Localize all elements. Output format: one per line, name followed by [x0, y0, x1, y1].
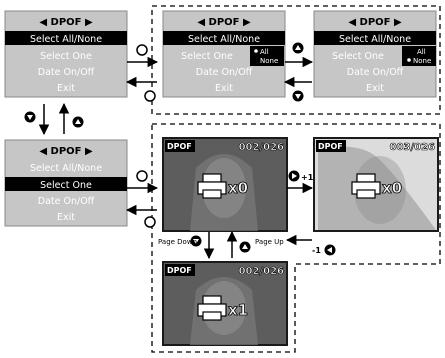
- down-button-icon: [292, 90, 304, 102]
- left-button-icon: [324, 244, 336, 256]
- photo-screen-002-x0: DPOF 002/026 x0: [162, 137, 288, 232]
- menu-item-select-all[interactable]: Select All/None: [339, 34, 411, 45]
- up-button-icon: [292, 42, 304, 54]
- print-quantity: x0: [228, 179, 248, 197]
- menu-item-select-one[interactable]: Select One: [40, 51, 92, 62]
- menu-highlight-bar: [5, 177, 127, 191]
- group-select-one-outline: [151, 123, 441, 353]
- up-button-icon: [72, 116, 84, 128]
- menu-item-select-all[interactable]: Select All/None: [188, 34, 260, 45]
- right-button-icon: [136, 170, 148, 182]
- menu-item-select-one[interactable]: Select One: [181, 51, 233, 62]
- printer-icon: [197, 295, 227, 321]
- menu-item-exit[interactable]: Exit: [57, 212, 75, 223]
- menu-item-date[interactable]: Date On/Off: [38, 196, 95, 207]
- menu-item-date[interactable]: Date On/Off: [347, 67, 404, 78]
- photo-tag-bg: [165, 264, 195, 276]
- photo-tag-bg: [316, 140, 346, 152]
- photo-counter: 002/026: [239, 142, 284, 153]
- page-up-label: Page Up: [255, 238, 284, 246]
- menu-highlight-bar: [5, 31, 127, 45]
- next-label: +1: [301, 173, 314, 182]
- prev-label: -1: [312, 246, 321, 255]
- menu-title: ◀ DPOF ▶: [197, 17, 251, 28]
- option-all[interactable]: All: [260, 48, 269, 56]
- right-button-icon: [288, 170, 300, 182]
- menu-screen-none-selected: ◀ DPOF ▶ Select All/None Select One Date…: [313, 10, 437, 98]
- photo-tag: DPOF: [318, 142, 343, 151]
- menu-screen-select-one: ◀ DPOF ▶ Select All/None Select One Date…: [4, 139, 128, 227]
- photo-screen-002-x1: DPOF 002/026 x1: [162, 261, 288, 346]
- selected-bullet-icon: [254, 49, 258, 53]
- print-quantity: x0: [382, 179, 402, 197]
- down-button-icon: [24, 111, 36, 123]
- menu-item-exit[interactable]: Exit: [57, 83, 75, 94]
- menu-item-select-all[interactable]: Select All/None: [30, 163, 102, 174]
- printer-icon: [197, 173, 227, 199]
- menu-item-date[interactable]: Date On/Off: [38, 67, 95, 78]
- photo-tag-bg: [165, 140, 195, 152]
- printer-icon: [351, 173, 381, 199]
- up-button-icon: [239, 241, 251, 253]
- menu-screen-all-selected: ◀ DPOF ▶ Select All/None Select One Date…: [162, 10, 286, 98]
- photo-tag: DPOF: [167, 266, 192, 275]
- menu-item-exit[interactable]: Exit: [366, 83, 384, 94]
- menu-title: ◀ DPOF ▶: [39, 17, 93, 28]
- photo-counter: 002/026: [239, 266, 284, 277]
- left-button-icon: [144, 216, 156, 228]
- menu-highlight-bar: [314, 31, 436, 45]
- photo-tag: DPOF: [167, 142, 192, 151]
- option-none[interactable]: None: [260, 57, 278, 65]
- selected-bullet-icon: [407, 58, 411, 62]
- menu-highlight-bar: [163, 31, 285, 45]
- menu-item-select-one[interactable]: Select One: [332, 51, 384, 62]
- all-none-popup: [250, 46, 284, 66]
- option-all[interactable]: All: [417, 48, 426, 56]
- option-none[interactable]: None: [413, 57, 431, 65]
- right-button-icon: [136, 44, 148, 56]
- menu-title: ◀ DPOF ▶: [348, 17, 402, 28]
- all-none-popup: [402, 46, 436, 66]
- menu-item-select-all[interactable]: Select All/None: [30, 34, 102, 45]
- print-quantity: x1: [228, 301, 248, 319]
- menu-screen-select-all: ◀ DPOF ▶ Select All/None Select One Date…: [4, 10, 128, 98]
- page-down-label: Page Down: [158, 238, 197, 246]
- menu-item-date[interactable]: Date On/Off: [196, 67, 253, 78]
- left-button-icon: [144, 90, 156, 102]
- menu-title: ◀ DPOF ▶: [39, 146, 93, 157]
- down-button-icon: [190, 235, 202, 247]
- menu-item-exit[interactable]: Exit: [215, 83, 233, 94]
- menu-item-select-one[interactable]: Select One: [40, 180, 92, 191]
- photo-counter: 003/026: [390, 142, 435, 153]
- photo-screen-003-x0: DPOF 003/026 x0: [313, 137, 439, 232]
